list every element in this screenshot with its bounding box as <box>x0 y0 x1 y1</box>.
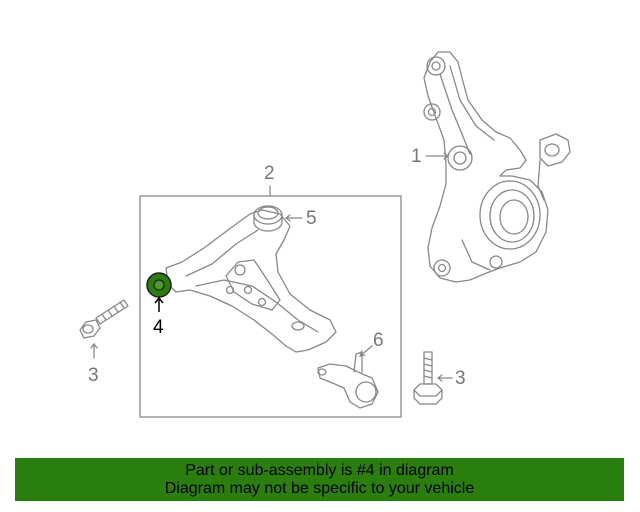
callout-3-left: 3 <box>88 365 99 386</box>
callout-6: 6 <box>373 330 384 351</box>
callout-5: 5 <box>306 208 317 229</box>
lower-control-arm <box>165 205 337 353</box>
ball-joint <box>317 351 379 409</box>
callout-4[interactable]: 4 <box>153 317 164 338</box>
info-banner: Part or sub-assembly is #4 in diagram Di… <box>15 458 624 501</box>
bolt-right <box>413 351 443 405</box>
callout-3-right: 3 <box>455 368 466 389</box>
bolt-left <box>79 299 129 339</box>
callout-1: 1 <box>411 146 422 167</box>
bushing-highlight[interactable] <box>146 272 172 312</box>
banner-line-disclaimer: Diagram may not be specific to your vehi… <box>164 479 475 497</box>
assembly-box <box>139 195 402 418</box>
steering-knuckle <box>423 51 571 283</box>
parts-diagram <box>79 51 571 418</box>
callout-2: 2 <box>264 163 275 184</box>
leader-lines <box>90 152 453 382</box>
banner-line-part: Part or sub-assembly is #4 in diagram <box>185 461 454 479</box>
